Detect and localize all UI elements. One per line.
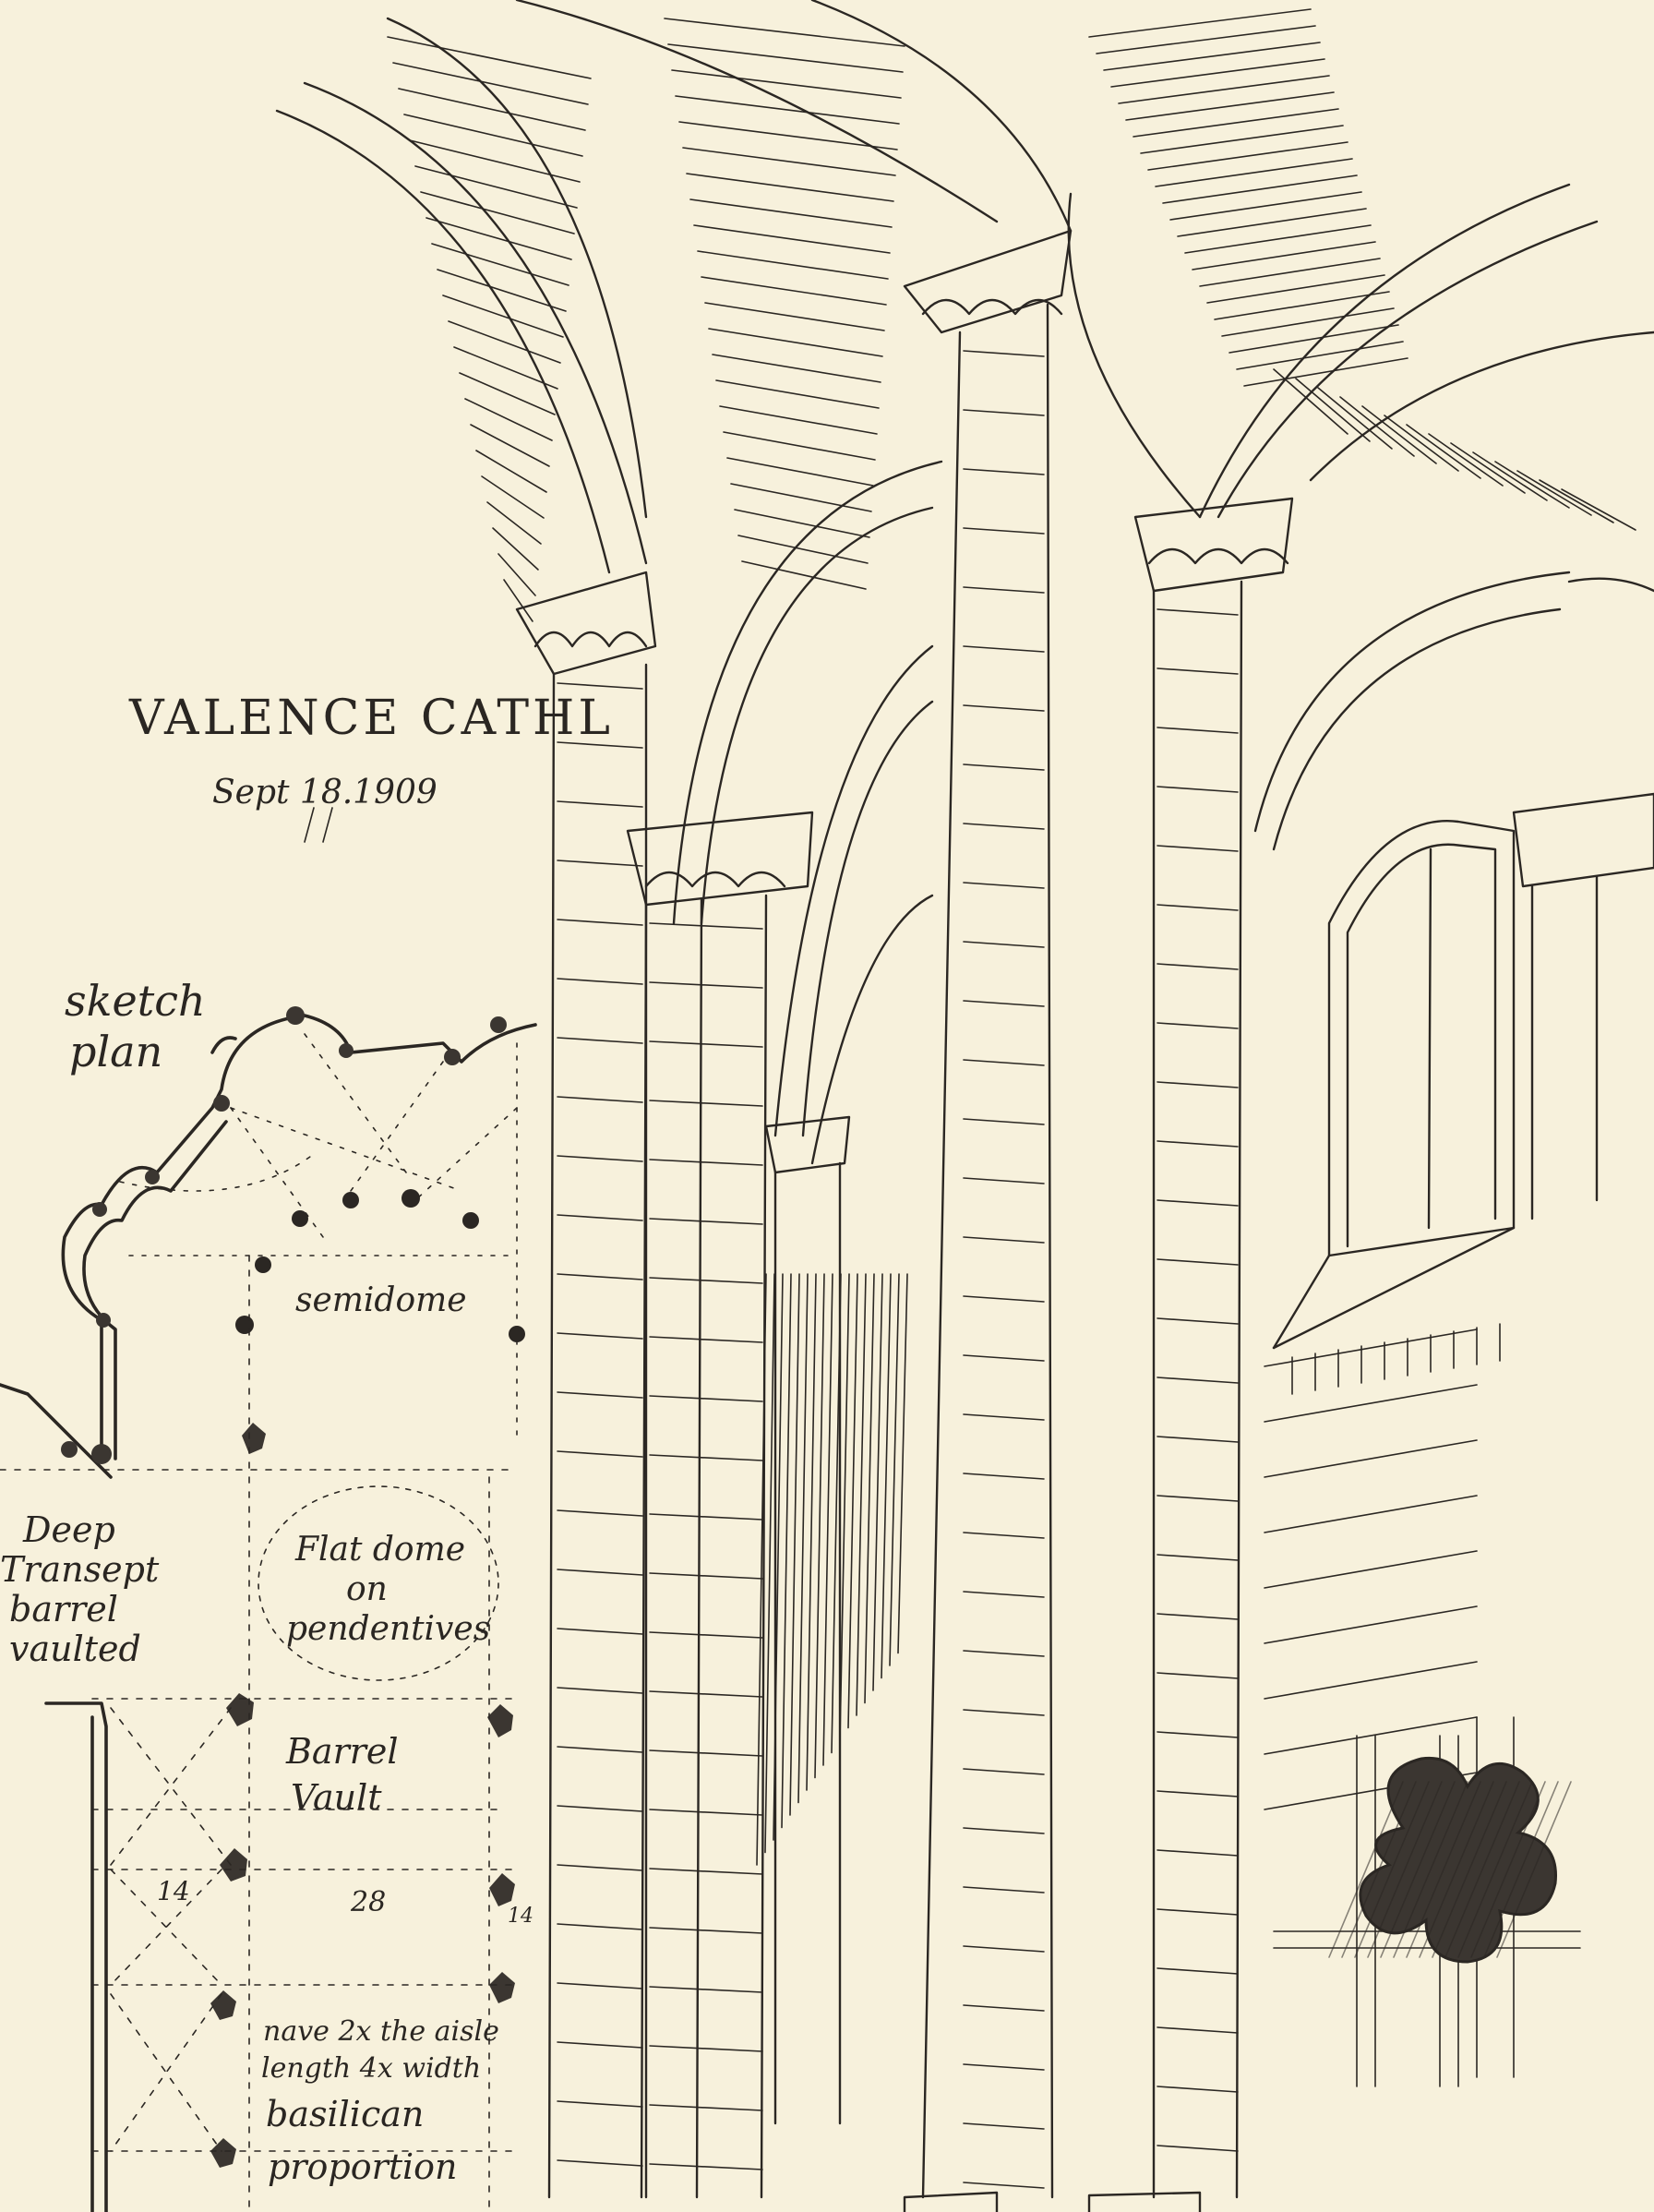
plan-label-semidome: semidome [295,1281,467,1319]
column-capitals [515,229,1654,1174]
apse-construction-lines [119,1033,518,1441]
column-bases [903,2191,1202,2212]
wall-masonry-coursing [1264,1323,1501,1810]
interior-perspective-drawing [275,0,1654,2212]
sketch-date: Sept 18.1909 [212,774,437,811]
vault-arches [275,0,1654,574]
dome-label-line3: pendentives [286,1610,490,1648]
quatrefoil-shape [1359,1756,1557,1964]
dome-label-line2: on [346,1570,388,1608]
sketch-plan: sketch plan [0,976,537,2212]
transept-label-line3: barrel [9,1589,118,1629]
aisle-wall [44,1701,108,2212]
note-line4: proportion [268,2146,458,2187]
note-line1: nave 2x the aisle [263,2015,499,2048]
drawing-title-block: VALENCE CATHL Sept 18.1909 [128,691,614,843]
vault-masonry-coursing [387,8,1636,622]
note-line3: basilican [266,2094,424,2134]
dimension-nave: 28 [350,1886,386,1918]
dimension-side: 14 [508,1905,533,1928]
apse-wall-blots [61,1006,507,1464]
note-line2: length 4x width [261,2052,481,2085]
plan-heading-line2: plan [69,1027,162,1076]
apse-wall-outline [0,1014,537,1479]
column-shafts [547,303,1599,2199]
transept-label-line2: Transept [0,1549,160,1590]
plan-column-dots [235,1189,525,1342]
nave-arcade-arches [672,460,1654,1165]
plan-heading-line1: sketch [65,976,206,1026]
quatrefoil-pier-section [1273,1716,1581,2087]
flat-dome-circle [258,1485,499,1681]
column-drum-joints [557,350,1239,2189]
barrel-label-line2: Vault [291,1777,382,1818]
transept-label-line1: Deep [22,1509,115,1550]
crossing-piers [210,1423,515,2168]
dome-label-line1: Flat dome [294,1531,465,1569]
dimension-aisle: 14 [157,1876,190,1906]
clerestory-window [1272,820,1516,1350]
transept-label-line4: vaulted [9,1629,141,1669]
plan-grid-lines [0,1255,518,2212]
sketch-title: VALENCE CATHL [128,691,614,746]
barrel-label-line1: Barrel [285,1731,399,1772]
aisle-shading-hatch [756,1273,908,1866]
